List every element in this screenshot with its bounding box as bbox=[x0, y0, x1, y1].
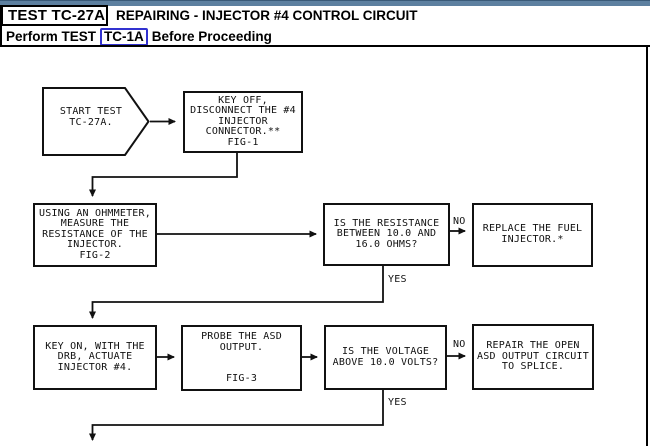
instruction-line: Perform TEST TC-1A Before Proceeding bbox=[6, 27, 272, 46]
start-node-label: START TEST TC-27A. bbox=[59, 106, 123, 128]
step-key-on-actuate: KEY ON, WITH THE DRB, ACTUATE INJECTOR #… bbox=[33, 325, 157, 390]
test-id-box: TEST TC-27A bbox=[1, 5, 108, 26]
header-divider bbox=[0, 45, 650, 47]
branch-label-yes-voltage: YES bbox=[388, 397, 407, 408]
start-shape bbox=[42, 87, 150, 156]
action-replace-injector: REPLACE THE FUEL INJECTOR.* bbox=[472, 203, 593, 267]
step-key-off-disconnect: KEY OFF, DISCONNECT THE #4 INJECTOR CONN… bbox=[183, 91, 303, 153]
connector-resistance-yes bbox=[89, 266, 384, 319]
action-repair-asd-circuit: REPAIR THE OPEN ASD OUTPUT CIRCUIT TO SP… bbox=[472, 324, 594, 390]
step-probe-asd: PROBE THE ASD OUTPUT. FIG-3 bbox=[181, 325, 302, 391]
test-id-label: TEST TC-27A bbox=[8, 7, 106, 24]
page-title: REPAIRING - INJECTOR #4 CONTROL CIRCUIT bbox=[116, 8, 418, 23]
window-title-bar bbox=[0, 0, 650, 6]
branch-label-no-voltage: NO bbox=[453, 339, 466, 350]
decision-resistance: IS THE RESISTANCE BETWEEN 10.0 AND 16.0 … bbox=[323, 203, 450, 266]
instruction-suffix: Before Proceeding bbox=[151, 29, 272, 44]
decision-voltage: IS THE VOLTAGE ABOVE 10.0 VOLTS? bbox=[324, 325, 447, 390]
branch-label-no-resistance: NO bbox=[453, 216, 466, 227]
connector-keyoff-to-ohmmeter bbox=[89, 153, 238, 197]
connector-voltage-yes bbox=[89, 390, 384, 441]
test-tc1a-link[interactable]: TC-1A bbox=[100, 27, 148, 46]
page-right-border bbox=[646, 46, 648, 446]
step-measure-resistance: USING AN OHMMETER, MEASURE THE RESISTANC… bbox=[33, 203, 157, 267]
branch-label-yes-resistance: YES bbox=[388, 274, 407, 285]
instruction-prefix: Perform TEST bbox=[6, 29, 97, 44]
